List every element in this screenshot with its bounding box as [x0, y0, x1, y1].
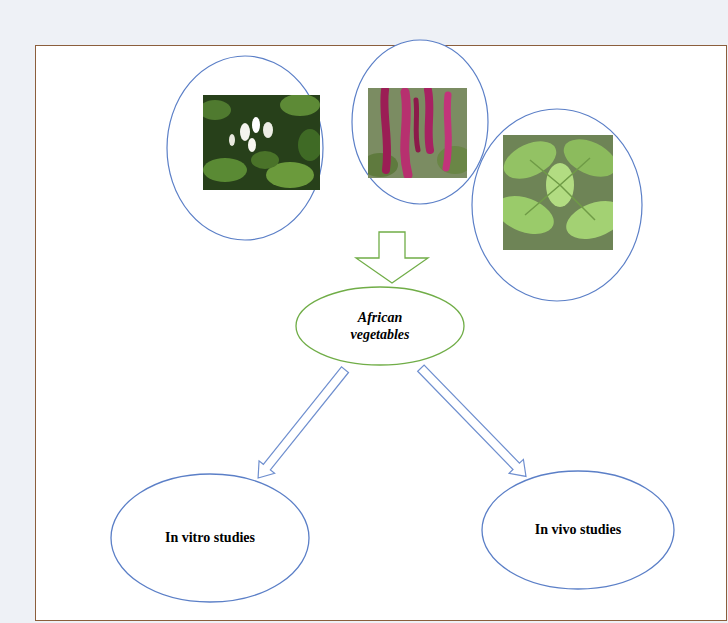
study-ellipse: In vitro studies — [110, 473, 310, 603]
flow-arrow — [356, 232, 428, 283]
node-label: In vitro studies — [165, 529, 255, 547]
node-label: In vivo studies — [535, 521, 621, 539]
photo-circle — [472, 109, 642, 301]
study-ellipse: In vivo studies — [481, 470, 675, 590]
ellipse-shape — [482, 471, 674, 589]
hollow-arrow — [418, 365, 526, 476]
node-label: African vegetables — [335, 309, 425, 344]
ellipse-shape — [111, 474, 309, 602]
plant-photo — [203, 95, 320, 190]
ellipse-outline — [295, 286, 465, 366]
plant-photo — [503, 135, 613, 250]
plant-photo — [368, 88, 467, 178]
hollow-arrow — [258, 367, 348, 478]
photo-circle — [352, 40, 488, 204]
topic-ellipse: African vegetables — [295, 286, 465, 366]
photo-circle — [167, 56, 323, 240]
ellipse-shape — [296, 287, 464, 365]
